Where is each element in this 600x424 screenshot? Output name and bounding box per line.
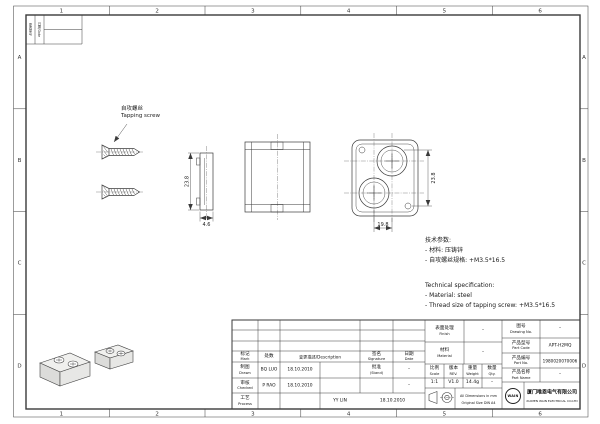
finish-value: – (481, 328, 485, 334)
grid-row-c-right: C (582, 261, 586, 267)
qty-label: 数量 Qty. (487, 365, 497, 376)
process-date: 18.10.2010 (379, 398, 406, 404)
grid-col-6-bottom: 6 (538, 411, 542, 417)
material-label: 材料 Material (437, 347, 452, 358)
qty-value: – (490, 380, 494, 386)
part-code-value: APT-H2MQ (548, 342, 572, 348)
drawn-label: 制图 Drawn (239, 364, 251, 375)
grid-col-2-top: 2 (155, 9, 159, 15)
scale-value: 1:1 (430, 380, 439, 386)
dimension-texts: 23.8 4.6 19.8 23.8 (185, 172, 438, 228)
tech-spec-en-line2: - Thread size of tapping screw: +M3.5*16… (425, 301, 556, 309)
corner-box-label-2: 日期/Date (37, 21, 41, 38)
part-no-label: 产品编号 Part No. (511, 355, 531, 366)
tech-spec-cn-line2: - 自攻螺丝规格: +M3.5*16.5 (425, 256, 506, 264)
grid-row-b-right: B (582, 158, 586, 164)
approved-value-1: – (407, 367, 411, 373)
tapping-screw-label-cn: 自攻螺丝 (121, 106, 144, 112)
drawn-name: BQ LUO (260, 367, 278, 373)
tech-spec-cn: 技术参数: - 材料: 压铸锌 - 自攻螺丝规格: +M3.5*16.5 (425, 236, 505, 266)
checked-label: 审核 Checked (237, 380, 253, 391)
dim-side-width: 4.6 (203, 222, 211, 228)
front-view (244, 141, 311, 213)
part-no-value: 1980020070006 (542, 357, 578, 363)
frame-grid-refs: 1 2 3 4 5 6 1 2 3 4 5 6 A B C D A B C D (17, 9, 586, 418)
projection-symbol-icon (428, 391, 454, 404)
grid-col-1-top: 1 (60, 9, 64, 15)
tapping-screw-label: 自攻螺丝 Tapping screw (121, 106, 160, 121)
grid-col-5-bottom: 5 (443, 411, 447, 417)
wain-logo: WAIN (505, 388, 521, 404)
grid-col-4-top: 4 (347, 9, 351, 15)
th-count: 处数 (264, 353, 274, 359)
drawing-no-value: – (558, 326, 562, 332)
dim-plan-pitch-y: 23.8 (431, 172, 437, 183)
grid-col-1-bottom: 1 (60, 411, 64, 417)
tech-spec-en-title: Technical specification: (425, 282, 495, 289)
weight-value: 14.4g (465, 380, 480, 386)
dimension-lines (188, 149, 432, 232)
grid-row-a-left: A (18, 55, 22, 61)
approved-value-2: – (407, 382, 411, 388)
iso-view-1 (39, 352, 91, 387)
revision-corner-box (26, 15, 83, 45)
grid-col-3-bottom: 3 (251, 411, 255, 417)
rev-label: 版本 REV. (448, 365, 459, 376)
grid-col-3-top: 3 (251, 9, 255, 15)
dim-plan-pitch-x: 19.8 (377, 222, 388, 228)
part-name-label: 产品名称 Part Name (511, 369, 531, 380)
grid-col-5-top: 5 (443, 9, 447, 15)
process-label: 工艺 Process (238, 395, 252, 406)
size-note: Original Size DIN A4 (461, 400, 496, 405)
dims-note: All Dimensions in mm (460, 393, 497, 398)
th-mark: 标记 Mark (240, 351, 250, 362)
approved-label: 批准 (Stand) (369, 364, 384, 375)
corner-box-label-1: 更改单号 (28, 23, 32, 36)
grid-row-d-right: D (582, 363, 586, 369)
rev-value: V1.0 (448, 380, 459, 386)
weight-label: 重量 Weight (466, 365, 479, 376)
side-view (196, 152, 214, 211)
checked-date: 18.10.2010 (287, 382, 313, 388)
drawn-date: 18.10.2010 (287, 367, 313, 373)
iso-view-2 (94, 344, 134, 370)
grid-row-a-right: A (582, 55, 586, 61)
dim-side-height: 23.8 (185, 176, 191, 187)
scale-label: 比例 Scale (429, 365, 440, 376)
tech-spec-en: Technical specification: - Material: ste… (425, 281, 555, 311)
grid-col-6-top: 6 (538, 9, 542, 15)
drawing-no-label: 图号 Drawing No. (509, 323, 533, 334)
material-value: – (481, 350, 485, 356)
tapping-screw-top (101, 144, 141, 160)
grid-col-2-bottom: 2 (155, 411, 159, 417)
grid-row-c-left: C (18, 261, 22, 267)
sheet-frame (13, 5, 589, 418)
company-name-cn: 厦门唯恩电气有限公司 (526, 389, 578, 396)
grid-row-d-left: D (17, 363, 21, 369)
tapping-screw-label-en: Tapping screw (121, 113, 160, 120)
part-code-label: 产品型号 Part Code (511, 340, 531, 351)
part-name-value: – (558, 372, 562, 378)
process-name: YY LIN (333, 398, 347, 404)
centerlines (96, 133, 424, 222)
checked-name: P RAO (262, 382, 276, 388)
plan-view (351, 139, 419, 217)
tech-spec-cn-title: 技术参数: (425, 237, 452, 244)
grid-row-b-left: B (18, 158, 22, 164)
tech-spec-en-line1: - Material: steel (425, 291, 472, 299)
grid-col-4-bottom: 4 (347, 411, 351, 417)
tapping-screw-leader (113, 123, 128, 143)
title-block-grid (231, 319, 580, 409)
th-signature: 签名 Signature (367, 351, 386, 362)
company-name-en: XIAMEN WAIN ELECTRICAL CO.LTD (526, 399, 578, 403)
th-date: 日期 Date (404, 351, 414, 362)
th-description: 变更描述/Description (298, 353, 342, 359)
tech-spec-cn-line1: - 材料: 压铸锌 (425, 246, 464, 254)
finish-label: 表面处理 Finish (435, 325, 454, 336)
